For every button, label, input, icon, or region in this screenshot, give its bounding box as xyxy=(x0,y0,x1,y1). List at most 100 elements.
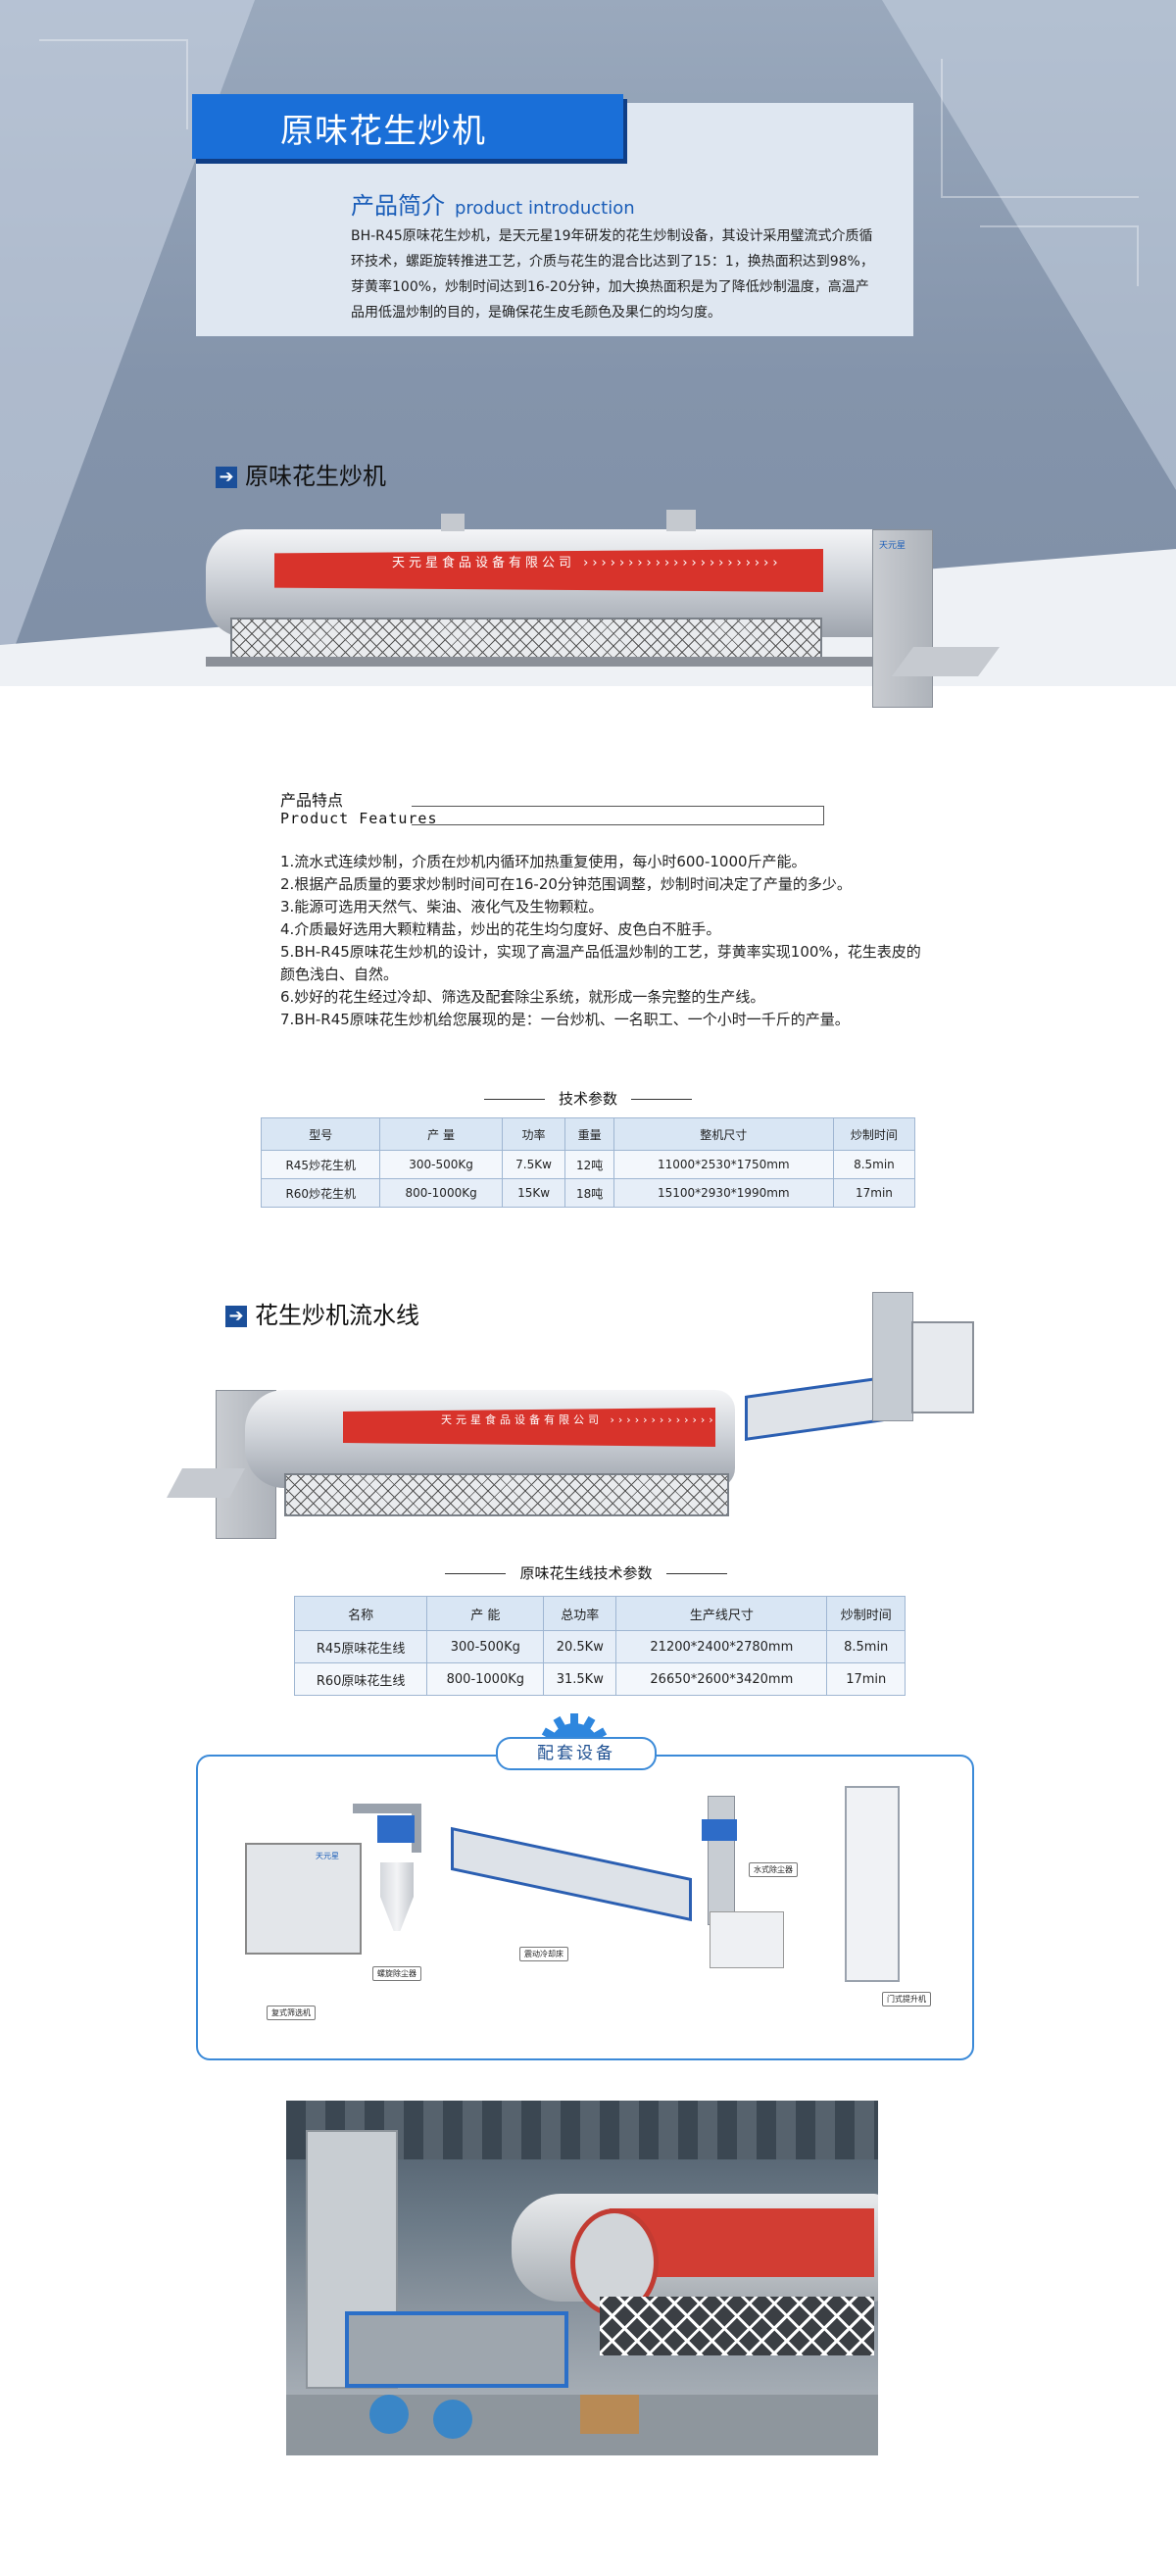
photo-mesh xyxy=(600,2297,874,2355)
aux-caption: 水式除尘器 xyxy=(749,1862,798,1877)
list-item: 6.妙好的花生经过冷却、筛选及配套除尘系统，就形成一条完整的生产线。 xyxy=(280,988,765,1006)
photo-cooling-bed xyxy=(345,2311,568,2388)
intro-heading-en: product introduction xyxy=(455,198,635,219)
table-header-cell: 名称 xyxy=(293,1596,428,1631)
table-row: R60原味花生线 800-1000Kg 31.5Kw 26650*2600*34… xyxy=(293,1662,906,1696)
table1-title-text: 技术参数 xyxy=(558,1090,617,1108)
table-header-cell: 生产线尺寸 xyxy=(615,1596,828,1631)
circuit-line xyxy=(941,59,1139,198)
features-heading-frame xyxy=(412,806,824,825)
table-cell: 31.5Kw xyxy=(543,1662,617,1696)
page-title: 原味花生炒机 xyxy=(280,112,486,151)
table-cell: 18吨 xyxy=(564,1178,614,1208)
table-row: R60炒花生机 800-1000Kg 15Kw 18吨 15100*2930*1… xyxy=(260,1178,916,1208)
line-mesh-guard xyxy=(284,1473,729,1516)
table-cell: 800-1000Kg xyxy=(426,1662,545,1696)
aux-caption: 螺旋除尘器 xyxy=(372,1966,421,1981)
table-cell: 12吨 xyxy=(564,1150,614,1179)
line-spec-table: 名称 产 能 总功率 生产线尺寸 炒制时间 R45原味花生线 300-500Kg… xyxy=(293,1596,906,1696)
table-row: R45炒花生机 300-500Kg 7.5Kw 12吨 11000*2530*1… xyxy=(260,1150,916,1179)
table-cell: 8.5min xyxy=(832,1150,916,1179)
machine-band-text: 天元星食品设备有限公司 xyxy=(392,556,576,570)
section1-title: 原味花生炒机 xyxy=(245,463,386,490)
title-rule xyxy=(665,1573,727,1574)
machine-base xyxy=(206,657,872,667)
line-red-band: 天元星食品设备有限公司 ››››››››››››› xyxy=(343,1408,715,1447)
table-header-cell: 整机尺寸 xyxy=(612,1117,834,1151)
water-dust-fan xyxy=(702,1819,737,1841)
table-header-cell: 型号 xyxy=(260,1117,381,1151)
table-cell: 8.5min xyxy=(826,1630,906,1663)
photo-wheel xyxy=(369,2395,409,2434)
hero-light-right xyxy=(882,0,1176,490)
cabinet-logo: 天元星 xyxy=(879,541,906,551)
sorter-duct xyxy=(353,1804,421,1853)
table-cell: 300-500Kg xyxy=(379,1150,503,1179)
sorter-machine-image: 天元星 xyxy=(245,1843,362,1955)
elevator xyxy=(872,1292,913,1421)
table-header-cell: 产 能 xyxy=(426,1596,545,1631)
title-banner: 原味花生炒机 xyxy=(192,94,623,159)
list-item: 7.BH-R45原味花生炒机给您展现的是：一台炒机、一名职工、一个小时一千斤的产… xyxy=(280,1011,850,1028)
table-header-cell: 炒制时间 xyxy=(832,1117,916,1151)
intro-heading-cn: 产品简介 xyxy=(351,192,445,220)
features-heading-en: Product Features xyxy=(280,810,438,827)
table-cell: 11000*2530*1750mm xyxy=(612,1150,834,1179)
table-cell: 800-1000Kg xyxy=(379,1178,503,1208)
table-cell: 21200*2400*2780mm xyxy=(615,1630,828,1663)
table-cell: 17min xyxy=(832,1178,916,1208)
production-line-image: 天元星食品设备有限公司 ››››››››››››› xyxy=(167,1292,1000,1547)
table-cell: R45原味花生线 xyxy=(293,1630,428,1663)
cyclone-fan xyxy=(377,1815,415,1843)
exhibition-photo xyxy=(286,2101,878,2455)
table-header-cell: 重量 xyxy=(564,1117,614,1151)
aux-label: 配套设备 xyxy=(496,1737,657,1770)
spec-table: 型号 产 量 功率 重量 整机尺寸 炒制时间 R45炒花生机 300-500Kg… xyxy=(260,1117,916,1208)
table-row: R45原味花生线 300-500Kg 20.5Kw 21200*2400*278… xyxy=(293,1630,906,1663)
table-cell: 17min xyxy=(826,1662,906,1696)
list-item: 4.介质最好选用大颗粒精盐，炒出的花生均匀度好、皮色白不脏手。 xyxy=(280,920,721,938)
photo-wheel xyxy=(433,2400,472,2439)
chevrons: ››››››››››››› xyxy=(610,1413,715,1426)
table-cell: 300-500Kg xyxy=(426,1630,545,1663)
section2-heading: ➔花生炒机流水线 xyxy=(225,1296,419,1330)
machine-vent xyxy=(441,514,465,531)
intro-heading: 产品简介 product introduction xyxy=(351,186,635,221)
arrow-right-icon: ➔ xyxy=(216,467,237,488)
table-header-cell: 总功率 xyxy=(543,1596,617,1631)
table-cell: 26650*2600*3420mm xyxy=(615,1662,828,1696)
table-cell: 15100*2930*1990mm xyxy=(612,1178,834,1208)
features-heading: 产品特点 Product Features xyxy=(280,792,438,828)
water-dust-column xyxy=(708,1796,735,1925)
section2-title: 花生炒机流水线 xyxy=(255,1302,419,1329)
machine-cabinet: 天元星 xyxy=(872,529,933,708)
circuit-line xyxy=(39,39,188,129)
table2-title-text: 原味花生线技术参数 xyxy=(519,1564,653,1582)
table-header-cell: 炒制时间 xyxy=(826,1596,906,1631)
line-band-text: 天元星食品设备有限公司 xyxy=(441,1413,603,1426)
table-cell: R60炒花生机 xyxy=(260,1178,381,1208)
list-item: 1.流水式连续炒制，介质在炒机内循环加热重复使用，每小时600-1000斤产能。 xyxy=(280,853,807,870)
photo-box xyxy=(580,2395,639,2434)
sorter xyxy=(911,1321,974,1413)
aux-logo: 天元星 xyxy=(316,1852,339,1860)
list-item: 2.根据产品质量的要求炒制时间可在16-20分钟范围调整，炒制时间决定了产量的多… xyxy=(280,875,852,893)
roaster-machine-image: 天元星食品设备有限公司 ›››››››››››››››››››››› 天元星 xyxy=(206,510,1000,735)
table-cell: R45炒花生机 xyxy=(260,1150,381,1179)
table-cell: 7.5Kw xyxy=(501,1150,566,1179)
aux-caption: 门式提升机 xyxy=(882,1992,931,2006)
aux-caption: 震动冷却床 xyxy=(519,1947,568,1961)
table-cell: 15Kw xyxy=(501,1178,566,1208)
circuit-line xyxy=(980,225,1139,286)
table-header-row: 型号 产 量 功率 重量 整机尺寸 炒制时间 xyxy=(260,1117,916,1151)
machine-vent xyxy=(666,510,696,531)
list-item: 3.能源可选用天然气、柴油、液化气及生物颗粒。 xyxy=(280,898,604,916)
table2-title: 原味花生线技术参数 xyxy=(414,1562,759,1583)
title-rule xyxy=(445,1573,507,1574)
table-header-cell: 产 量 xyxy=(379,1117,503,1151)
aux-caption: 复式筛选机 xyxy=(267,2006,316,2020)
table1-title: 技术参数 xyxy=(457,1088,719,1109)
section1-heading: ➔ 原味花生炒机 xyxy=(216,457,386,491)
machine-red-band: 天元星食品设备有限公司 ›››››››››››››››››››››› xyxy=(274,549,823,592)
title-rule xyxy=(631,1099,692,1100)
